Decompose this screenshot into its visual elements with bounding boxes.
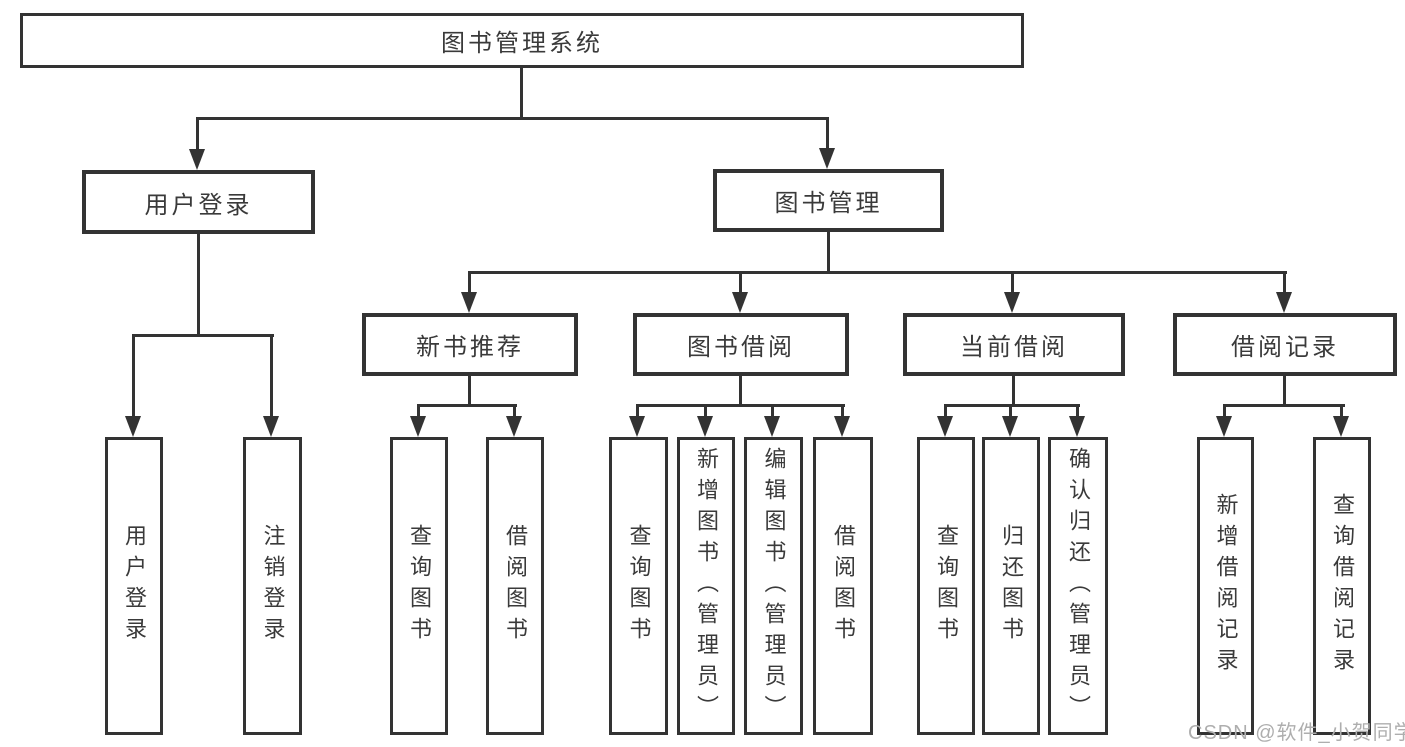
arrow-to-borrow-records bbox=[1276, 271, 1292, 313]
leaf-records-query: 查询借阅记录 bbox=[1313, 437, 1371, 735]
connector-current-stub bbox=[1012, 373, 1015, 406]
leaf-user-login-label: 用户登录 bbox=[122, 524, 147, 648]
connector-root-stub bbox=[520, 66, 523, 119]
arrow-to-leaf-user-login bbox=[125, 334, 141, 437]
arrow-to-newbook-borrow bbox=[506, 404, 522, 437]
connector-current-rail bbox=[944, 404, 1080, 407]
leaf-newbook-borrow: 借阅图书 bbox=[486, 437, 544, 735]
arrow-to-borrow-edit bbox=[764, 404, 780, 437]
connector-root-rail bbox=[196, 117, 829, 120]
leaf-borrow-borrow-label: 借阅图书 bbox=[831, 524, 856, 648]
leaf-newbook-query: 查询图书 bbox=[390, 437, 448, 735]
leaf-current-return: 归还图书 bbox=[982, 437, 1040, 735]
arrow-to-book-borrow bbox=[732, 271, 748, 313]
connector-new-book-stub bbox=[468, 373, 471, 406]
arrow-to-current-query bbox=[937, 404, 953, 437]
node-new-book-recommend-label: 新书推荐 bbox=[416, 334, 524, 361]
node-book-borrow: 图书借阅 bbox=[633, 313, 849, 376]
leaf-borrow-query-label: 查询图书 bbox=[626, 524, 652, 648]
leaf-newbook-query-label: 查询图书 bbox=[407, 524, 432, 648]
node-root-label: 图书管理系统 bbox=[441, 30, 603, 57]
leaf-current-query-label: 查询图书 bbox=[934, 524, 959, 648]
arrow-to-current-confirm bbox=[1069, 404, 1085, 437]
leaf-logout: 注销登录 bbox=[243, 437, 302, 735]
arrow-to-records-add bbox=[1216, 404, 1232, 437]
connector-book-management-stub bbox=[827, 230, 830, 273]
connector-user-login-stub bbox=[197, 232, 200, 336]
connector-book-borrow-rail bbox=[636, 404, 845, 407]
leaf-borrow-query: 查询图书 bbox=[609, 437, 668, 735]
node-current-borrow: 当前借阅 bbox=[903, 313, 1125, 376]
leaf-records-query-label: 查询借阅记录 bbox=[1330, 493, 1355, 679]
connector-records-stub bbox=[1283, 373, 1286, 406]
leaf-current-return-label: 归还图书 bbox=[999, 524, 1024, 648]
arrow-to-current-borrow bbox=[1004, 271, 1020, 313]
node-book-management: 图书管理 bbox=[713, 169, 944, 232]
leaf-current-query: 查询图书 bbox=[917, 437, 975, 735]
arrow-to-book-management bbox=[819, 117, 835, 169]
node-borrow-records: 借阅记录 bbox=[1173, 313, 1397, 376]
node-book-management-label: 图书管理 bbox=[774, 190, 883, 217]
leaf-newbook-borrow-label: 借阅图书 bbox=[503, 524, 528, 648]
node-book-borrow-label: 图书借阅 bbox=[687, 334, 795, 361]
node-user-login: 用户登录 bbox=[82, 170, 315, 234]
arrow-to-newbook-query bbox=[410, 404, 426, 437]
arrow-to-leaf-logout bbox=[263, 334, 279, 437]
node-root: 图书管理系统 bbox=[20, 13, 1024, 68]
leaf-records-add: 新增借阅记录 bbox=[1197, 437, 1254, 735]
leaf-logout-label: 注销登录 bbox=[260, 524, 286, 648]
leaf-user-login: 用户登录 bbox=[105, 437, 163, 735]
arrow-to-new-book-recommend bbox=[461, 271, 477, 313]
leaf-borrow-add-admin: 新增图书（管理员） bbox=[677, 437, 735, 735]
arrow-to-user-login bbox=[189, 117, 205, 170]
arrow-to-current-return bbox=[1002, 404, 1018, 437]
leaf-borrow-borrow: 借阅图书 bbox=[813, 437, 873, 735]
arrow-to-records-query bbox=[1333, 404, 1349, 437]
leaf-current-confirm-return-admin: 确认归还（管理员） bbox=[1048, 437, 1108, 735]
connector-user-login-rail bbox=[132, 334, 274, 337]
leaf-borrow-edit-admin: 编辑图书（管理员） bbox=[744, 437, 803, 735]
connector-book-management-rail bbox=[468, 271, 1287, 274]
arrow-to-borrow-borrow bbox=[834, 404, 850, 437]
leaf-records-add-label: 新增借阅记录 bbox=[1213, 493, 1239, 679]
leaf-current-confirm-return-admin-label: 确认归还（管理员） bbox=[1066, 446, 1091, 726]
node-current-borrow-label: 当前借阅 bbox=[960, 334, 1068, 361]
leaf-borrow-edit-admin-label: 编辑图书（管理员） bbox=[761, 446, 787, 726]
leaf-borrow-add-admin-label: 新增图书（管理员） bbox=[694, 446, 719, 726]
arrow-to-borrow-query bbox=[629, 404, 645, 437]
connector-records-rail bbox=[1223, 404, 1345, 407]
csdn-watermark: CSDN @软件_小贺同学 bbox=[1188, 722, 1405, 744]
arrow-to-borrow-add bbox=[697, 404, 713, 437]
connector-book-borrow-stub bbox=[739, 373, 742, 406]
connector-new-book-rail bbox=[417, 404, 517, 407]
node-new-book-recommend: 新书推荐 bbox=[362, 313, 578, 376]
node-user-login-label: 用户登录 bbox=[144, 191, 253, 219]
node-borrow-records-label: 借阅记录 bbox=[1231, 334, 1339, 361]
